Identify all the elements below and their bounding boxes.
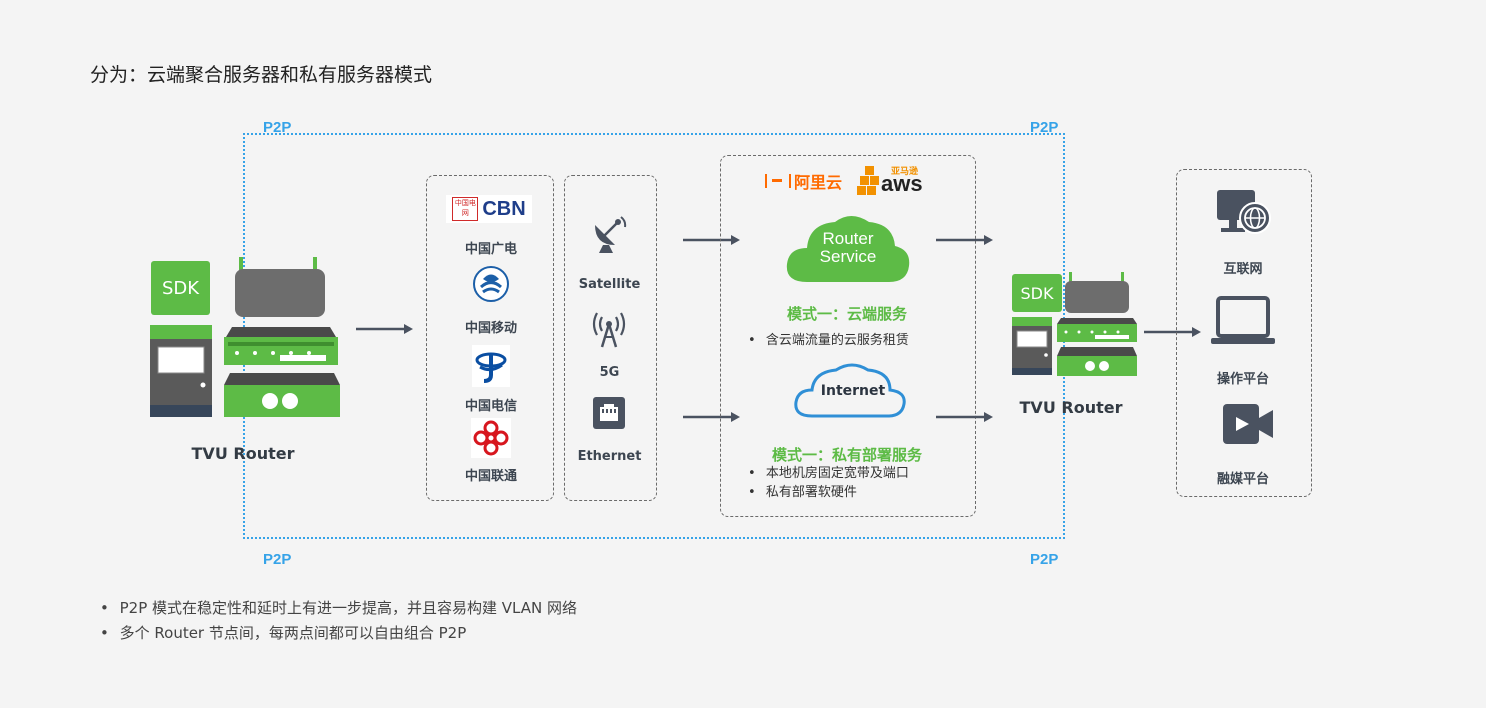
mode1-title: 模式一：云端服务 [786, 305, 907, 323]
right-server-tower-icon [1012, 317, 1052, 379]
arrow-links-to-cloud-bottom [683, 409, 741, 428]
arrow-cloud-to-router-bottom [936, 409, 994, 428]
router-service-label: Router Service [785, 230, 911, 266]
right-sdk-label: SDK [1020, 283, 1054, 303]
arrow-links-to-cloud-top [683, 232, 741, 251]
carrier-name-cbn: 中国广电 [464, 242, 517, 257]
router-service-line1: Router [822, 229, 874, 248]
arrow-router-to-carriers [356, 321, 414, 340]
carrier-name-china-mobile: 中国移动 [464, 321, 517, 336]
platform-name-media: 融媒平台 [1216, 472, 1269, 487]
platforms-box [1176, 169, 1312, 497]
carrier-name-china-unicom: 中国联通 [464, 469, 517, 484]
mode2-bullet-1-text: 本地机房固定宽带及端口 [765, 466, 909, 481]
mode1-bullet: • 含云端流量的云服务租赁 [748, 333, 909, 348]
aliyun-bracket-icon [765, 174, 791, 188]
internet-cloud: Internet [790, 360, 910, 420]
right-sdk-badge: SDK [1012, 274, 1062, 312]
footer-bullet-1: • P2P 模式在稳定性和延时上有进一步提高，并且容易构建 VLAN 网络 [100, 599, 578, 617]
cbn-logo-text: CBN [482, 197, 526, 220]
internet-monitor-icon [1217, 190, 1273, 240]
p2p-label-top-right: P2P [1030, 119, 1059, 136]
mode2-bullet-1: • 本地机房固定宽带及端口 [748, 466, 909, 481]
arrow-cloud-to-router-top [936, 232, 994, 251]
carrier-name-china-telecom: 中国电信 [464, 399, 517, 414]
p2p-label-top-left: P2P [263, 119, 292, 136]
china-unicom-logo-icon [471, 418, 511, 462]
internet-cloud-icon [794, 363, 906, 418]
page-title: 分为：云端聚合服务器和私有服务器模式 [90, 64, 433, 86]
platform-name-internet: 互联网 [1223, 262, 1263, 277]
china-mobile-logo-icon [472, 265, 510, 307]
left-sdk-label: SDK [161, 277, 200, 299]
ethernet-port-icon [593, 397, 625, 433]
aws-boxes-icon [857, 166, 879, 195]
p2p-label-bottom-left: P2P [263, 551, 292, 568]
video-camera-icon [1223, 404, 1273, 450]
cbn-logo: 中国电网 CBN [446, 195, 532, 223]
left-router-title: TVU Router [191, 444, 295, 463]
mode2-title: 模式一：私有部署服务 [771, 446, 922, 464]
aws-badge: 亚马逊 [891, 167, 919, 177]
antenna-icon [591, 311, 627, 353]
footer-bullet-1-text: P2P 模式在稳定性和延时上有进一步提高，并且容易构建 VLAN 网络 [119, 599, 578, 617]
link-name-ethernet: Ethernet [577, 449, 642, 464]
router-service-cloud: Router Service [785, 210, 911, 284]
right-router-device-icon [1055, 272, 1139, 380]
right-router-title: TVU Router [1019, 398, 1123, 417]
footer-bullet-2: • 多个 Router 节点间，每两点间都可以自由组合 P2P [100, 624, 467, 642]
mode2-bullet-2: • 私有部署软硬件 [748, 485, 857, 500]
router-service-line2: Service [819, 247, 877, 266]
platform-name-operation: 操作平台 [1216, 372, 1269, 387]
satellite-dish-icon [591, 215, 627, 259]
aliyun-logo: 阿里云 [765, 169, 842, 193]
mode2-bullet-2-text: 私有部署软硬件 [765, 485, 857, 500]
aliyun-logo-text: 阿里云 [794, 173, 843, 192]
links-box [564, 175, 657, 501]
footer-bullet-2-text: 多个 Router 节点间，每两点间都可以自由组合 P2P [119, 624, 467, 642]
aws-logo: 亚马逊 aws [857, 164, 929, 196]
arrow-router-to-platforms [1144, 324, 1202, 343]
left-server-tower-icon [150, 325, 212, 421]
cbn-badge: 中国电网 [452, 197, 479, 221]
left-sdk-badge: SDK [151, 261, 210, 315]
link-name-5g: 5G [599, 365, 620, 380]
link-name-satellite: Satellite [578, 277, 641, 292]
china-telecom-logo-icon [472, 345, 510, 391]
left-router-device-icon [222, 257, 342, 423]
cloud-services-box [720, 155, 976, 517]
laptop-icon [1211, 296, 1275, 350]
aws-logo-text: aws [881, 171, 923, 196]
mode1-bullet-text: 含云端流量的云服务租赁 [765, 333, 909, 348]
internet-label: Internet [820, 383, 886, 399]
p2p-label-bottom-right: P2P [1030, 551, 1059, 568]
carriers-box [426, 175, 554, 501]
green-cloud-icon [786, 216, 910, 282]
